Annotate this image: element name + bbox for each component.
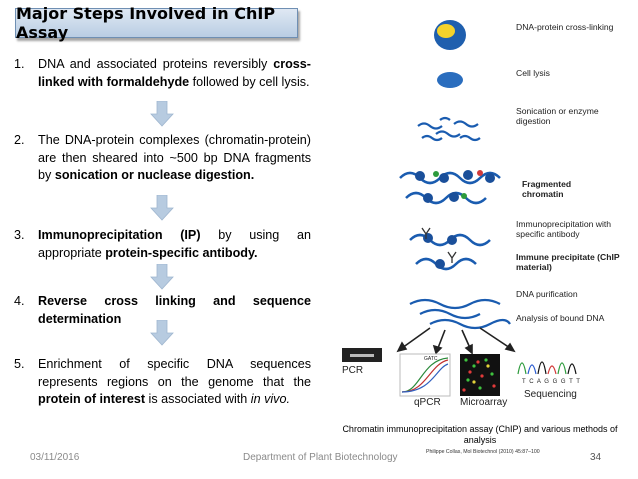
step-text-segment: DNA and associated proteins reversibly xyxy=(38,57,274,71)
label-gatc: GATC xyxy=(424,356,438,362)
down-arrow-icon xyxy=(150,320,174,346)
step-text-segment: is associated with xyxy=(145,392,251,407)
label-seq-letters: T C A G G G T T xyxy=(522,379,581,385)
step-text-segment: in vivo. xyxy=(250,392,290,407)
step-text-segment: Enrichment of specific DNA sequences rep… xyxy=(38,357,311,389)
label-microarray: Microarray xyxy=(460,397,508,408)
nucleus-icon xyxy=(437,24,455,38)
fragmented-chromatin-icon xyxy=(399,170,501,205)
step-3: 3. Immunoprecipitation (IP) by using an … xyxy=(14,227,311,262)
step-number: 3. xyxy=(14,228,25,242)
figure-caption: Chromatin immunoprecipitation assay (ChI… xyxy=(342,424,618,445)
step-text: Enrichment of specific DNA sequences rep… xyxy=(38,356,311,409)
dna-fragments-icon xyxy=(417,116,481,142)
step-number: 5. xyxy=(14,357,25,371)
label-ip: Immunoprecipitation with specific antibo… xyxy=(516,219,612,239)
label-qpcr: qPCR xyxy=(414,397,441,408)
qpcr-plot-icon xyxy=(399,353,451,397)
step-text-segment: followed by cell lysis. xyxy=(189,74,310,89)
label-fragmented: Fragmented chromatin xyxy=(522,179,572,199)
label-purification: DNA purification xyxy=(516,289,578,299)
step-text-segment: protein of interest xyxy=(38,392,146,407)
step-5: 5. Enrichment of specific DNA sequences … xyxy=(14,356,311,409)
step-text: The DNA-protein complexes (chromatin-pro… xyxy=(38,132,311,185)
step-number: 1. xyxy=(14,57,25,71)
footer-department: Department of Plant Biotechnology xyxy=(243,452,398,463)
step-text: Reverse cross linking and sequence deter… xyxy=(38,293,311,328)
step-1: 1. DNA and associated proteins reversibl… xyxy=(14,56,311,91)
chip-diagram-graphic xyxy=(342,20,577,397)
down-arrow-icon xyxy=(150,264,174,290)
step-text-segment: protein-specific antibody. xyxy=(105,245,258,260)
purified-dna-icon xyxy=(409,298,511,330)
step-text-segment: cross-linked with formaldehyde xyxy=(38,57,311,89)
down-arrow-icon xyxy=(150,195,174,221)
label-cell-lysis: Cell lysis xyxy=(516,68,550,78)
step-text-segment: sonication or nuclease digestion. xyxy=(54,168,255,183)
step-text-segment: Immunoprecipitation (IP) xyxy=(38,228,201,242)
chip-diagram: DNA-protein cross-linking Cell lysis Son… xyxy=(340,8,630,408)
step-text-segment: The DNA-protein complexes (chromatin-pro… xyxy=(38,133,311,183)
footer-page-number: 34 xyxy=(590,452,602,463)
step-text-segment: Reverse cross linking and sequence deter… xyxy=(38,294,311,326)
step-text: Immunoprecipitation (IP) by using an app… xyxy=(38,227,311,262)
step-number: 4. xyxy=(14,294,25,308)
step-4: 4. Reverse cross linking and sequence de… xyxy=(14,293,311,328)
label-sequencing: Sequencing xyxy=(524,389,577,400)
label-immune: Immune precipitate (ChIP material) xyxy=(516,252,620,272)
antibody-chromatin-icon xyxy=(409,227,491,271)
step-text-segment: by using an appropriate xyxy=(38,228,311,260)
step-text: DNA and associated proteins reversibly c… xyxy=(38,56,311,91)
lysed-nucleus-icon xyxy=(437,72,463,88)
label-sonication: Sonication or enzyme digestion xyxy=(516,106,599,126)
label-analysis: Analysis of bound DNA xyxy=(516,313,605,323)
sequencing-chromatogram-icon xyxy=(517,361,577,375)
figure-citation: Philippe Collas, Mol Biotechnol (2010) 4… xyxy=(426,449,540,455)
label-pcr: PCR xyxy=(342,365,364,376)
analysis-arrows-icon xyxy=(396,327,516,355)
down-arrow-icon xyxy=(150,101,174,127)
slide-title: Major Steps Involved in ChIP Assay xyxy=(15,4,298,42)
label-crosslinking: DNA-protein cross-linking xyxy=(516,22,614,32)
footer-date: 03/11/2016 xyxy=(30,452,80,463)
step-2: 2. The DNA-protein complexes (chromatin-… xyxy=(14,132,311,185)
step-number: 2. xyxy=(14,133,25,147)
